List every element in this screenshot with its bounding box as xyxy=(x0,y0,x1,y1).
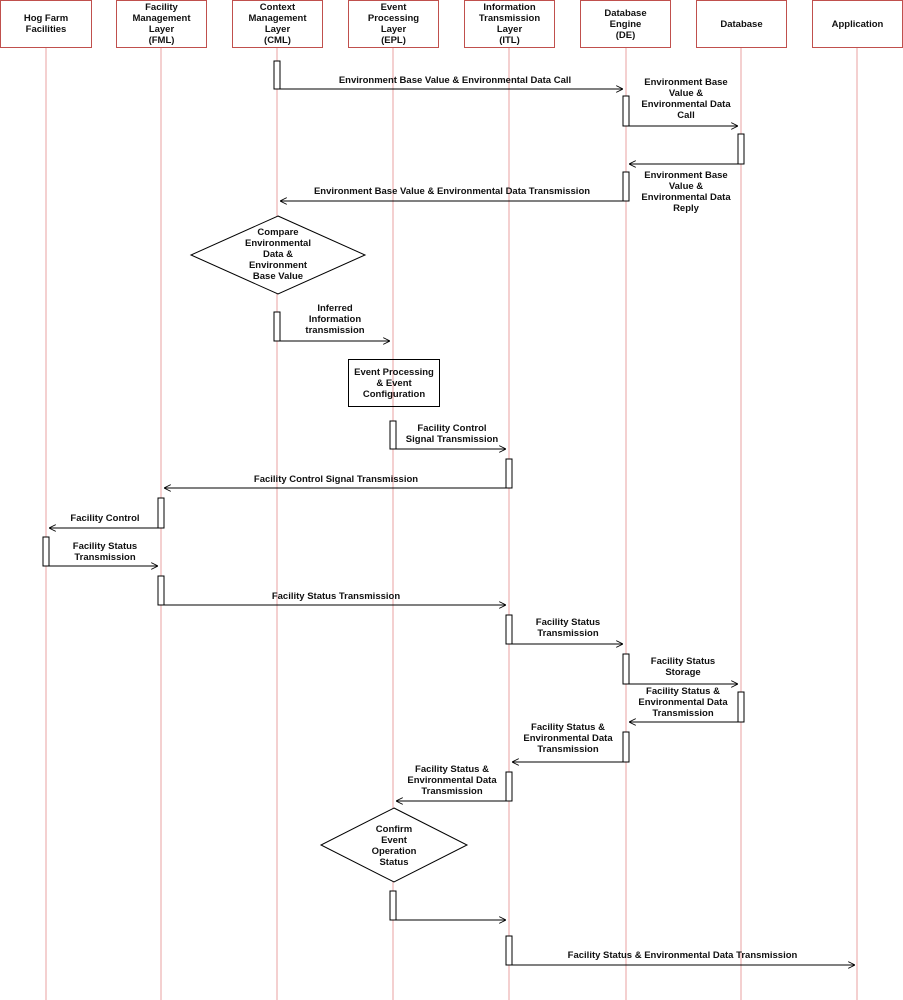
activation-bar xyxy=(622,731,630,763)
label-cml-de-call: Environment Base Value & Environmental D… xyxy=(338,75,572,86)
compare-decision-label: Compare Environmental Data & Environment… xyxy=(245,227,311,282)
activation-bar xyxy=(273,311,281,342)
activation-bar xyxy=(157,575,165,606)
label-hog-fml-status: Facility Status Transmission xyxy=(72,541,138,563)
activation-bar xyxy=(42,536,50,567)
participant-hog-farm-facilities: Hog Farm Facilities xyxy=(0,0,92,48)
activation-bar xyxy=(273,60,281,90)
lifelines xyxy=(45,48,858,1000)
activation-bars xyxy=(42,60,745,966)
label-fml-itl-status: Facility Status Transmission xyxy=(271,591,401,602)
label-itl-de-status: Facility Status Transmission xyxy=(535,617,601,639)
activation-bar xyxy=(505,935,513,966)
label-de-cml-transmission: Environment Base Value & Environmental D… xyxy=(313,186,591,197)
activation-bar xyxy=(737,133,745,165)
activation-bar xyxy=(157,497,165,529)
label-de-db-call: Environment Base Value & Environmental D… xyxy=(641,77,731,121)
message-arrows xyxy=(49,89,855,965)
label-itl-epl-status-env: Facility Status & Environmental Data Tra… xyxy=(407,764,497,797)
participant-application: Application xyxy=(812,0,903,48)
label-de-itl-status-env: Facility Status & Environmental Data Tra… xyxy=(523,722,613,755)
activation-bar xyxy=(737,691,745,723)
label-db-de-reply: Environment Base Value & Environmental D… xyxy=(641,170,731,214)
label-itl-app-status-env: Facility Status & Environmental Data Tra… xyxy=(567,950,798,961)
label-de-db-storage: Facility Status Storage xyxy=(650,656,716,678)
label-db-de-status-env: Facility Status & Environmental Data Tra… xyxy=(638,686,728,719)
confirm-decision-diamond xyxy=(319,807,469,883)
activation-bar xyxy=(622,171,630,202)
participant-context-management-layer: Context Management Layer (CML) xyxy=(232,0,323,48)
activation-bar xyxy=(622,95,630,127)
compare-decision-diamond xyxy=(189,215,367,295)
participant-database-engine: Database Engine (DE) xyxy=(580,0,671,48)
label-epl-itl-control: Facility Control Signal Transmission xyxy=(405,423,499,445)
activation-bar xyxy=(505,771,513,802)
activation-bar xyxy=(505,458,513,489)
activation-bar xyxy=(389,890,397,921)
label-itl-fml-control: Facility Control Signal Transmission xyxy=(253,474,419,485)
participant-facility-management-layer: Facility Management Layer (FML) xyxy=(116,0,207,48)
label-fml-hog-control: Facility Control xyxy=(70,513,140,524)
event-processing-label: Event Processing & Event Configuration xyxy=(354,366,434,400)
event-processing-box: Event Processing & Event Configuration xyxy=(348,359,440,407)
participant-information-transmission-layer: Information Transmission Layer (ITL) xyxy=(464,0,555,48)
activation-bar xyxy=(505,614,513,645)
label-cml-epl-inferred: Inferred Information transmission xyxy=(305,303,365,336)
confirm-decision-label: Confirm Event Operation Status xyxy=(371,824,417,868)
participant-event-processing-layer: Event Processing Layer (EPL) xyxy=(348,0,439,48)
participant-database: Database xyxy=(696,0,787,48)
activation-bar xyxy=(389,420,397,450)
activation-bar xyxy=(622,653,630,685)
